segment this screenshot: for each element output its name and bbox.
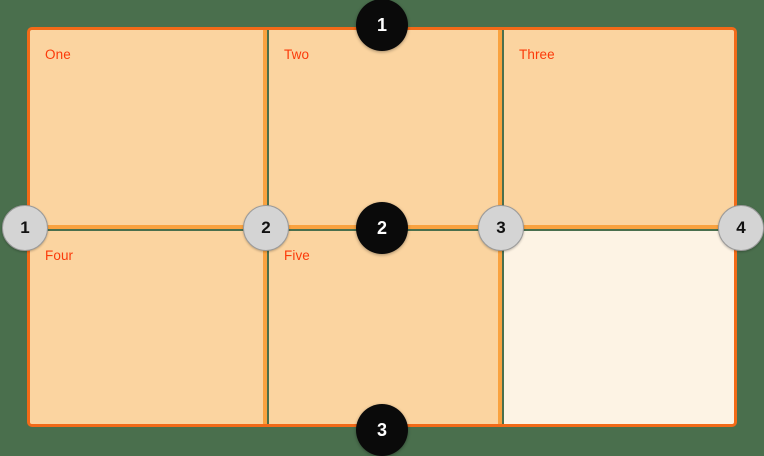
- grid-cell-label: Four: [45, 248, 74, 263]
- grid-cell-label: One: [45, 47, 71, 62]
- grid-cell-label: Five: [284, 248, 310, 263]
- grid-cell[interactable]: [269, 30, 500, 227]
- grid-cell[interactable]: [504, 30, 734, 227]
- column-handle[interactable]: 2: [243, 205, 289, 251]
- grid-cell[interactable]: [30, 231, 265, 424]
- column-handle[interactable]: 3: [478, 205, 524, 251]
- grid-cell-label: Three: [519, 47, 555, 62]
- grid-cell[interactable]: [30, 30, 265, 227]
- column-handle[interactable]: 4: [718, 205, 764, 251]
- grid-cell[interactable]: [269, 231, 500, 424]
- grid-cell[interactable]: [504, 231, 734, 424]
- grid-cell-label: Two: [284, 47, 310, 62]
- row-handle[interactable]: 3: [356, 404, 408, 456]
- column-handle[interactable]: 1: [2, 205, 48, 251]
- row-handle[interactable]: 1: [356, 0, 408, 51]
- row-handle[interactable]: 2: [356, 202, 408, 254]
